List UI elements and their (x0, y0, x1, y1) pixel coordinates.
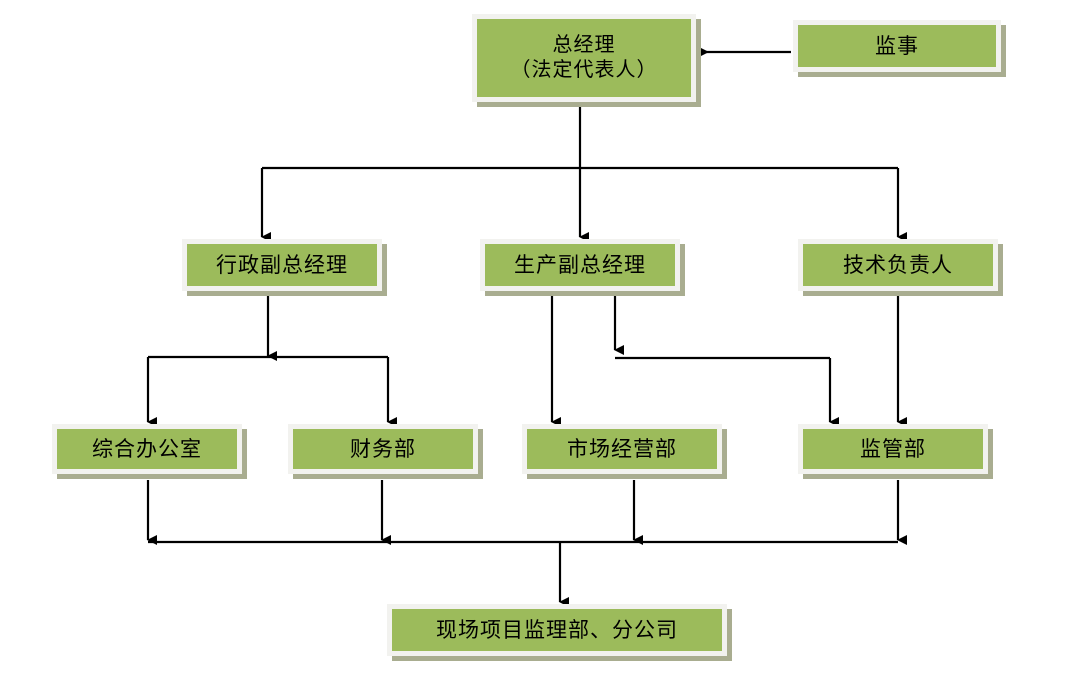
node-marketing-department-fill: 市场经营部 (527, 429, 717, 469)
node-production-vice-gm-fill: 生产副总经理 (485, 244, 675, 286)
node-general-manager-label: 总经理 (552, 34, 616, 56)
node-administrative-vice-gm-label: 行政副总经理 (216, 252, 348, 277)
node-finance-department-label: 财务部 (350, 436, 416, 461)
node-marketing-department[interactable]: 市场经营部 (522, 424, 722, 474)
node-site-supervision-and-branch-fill: 现场项目监理部、分公司 (392, 609, 722, 651)
node-supervision-department-label: 监管部 (860, 436, 926, 461)
node-finance-department[interactable]: 财务部 (288, 424, 478, 474)
node-administrative-vice-gm[interactable]: 行政副总经理 (182, 239, 382, 291)
node-supervision-department-fill: 监管部 (803, 429, 983, 469)
node-general-office-label: 综合办公室 (92, 436, 202, 461)
node-supervisor-label: 监事 (875, 33, 919, 58)
node-technical-director-fill: 技术负责人 (803, 244, 993, 286)
node-general-manager[interactable]: 总经理 （法定代表人） (472, 14, 696, 102)
node-administrative-vice-gm-fill: 行政副总经理 (187, 244, 377, 286)
node-general-office[interactable]: 综合办公室 (52, 424, 242, 474)
node-supervision-department[interactable]: 监管部 (798, 424, 988, 474)
node-supervisor[interactable]: 监事 (793, 20, 1001, 72)
node-production-vice-gm-label: 生产副总经理 (514, 252, 646, 277)
node-site-supervision-and-branch[interactable]: 现场项目监理部、分公司 (387, 604, 727, 656)
node-general-office-fill: 综合办公室 (57, 429, 237, 469)
node-marketing-department-label: 市场经营部 (567, 436, 677, 461)
node-technical-director[interactable]: 技术负责人 (798, 239, 998, 291)
node-general-manager-sublabel: （法定代表人） (510, 59, 658, 81)
node-site-supervision-and-branch-label: 现场项目监理部、分公司 (436, 617, 678, 642)
node-production-vice-gm[interactable]: 生产副总经理 (480, 239, 680, 291)
node-technical-director-label: 技术负责人 (843, 252, 953, 277)
node-finance-department-fill: 财务部 (293, 429, 473, 469)
node-supervisor-fill: 监事 (798, 25, 996, 67)
node-general-manager-fill: 总经理 （法定代表人） (477, 19, 691, 97)
